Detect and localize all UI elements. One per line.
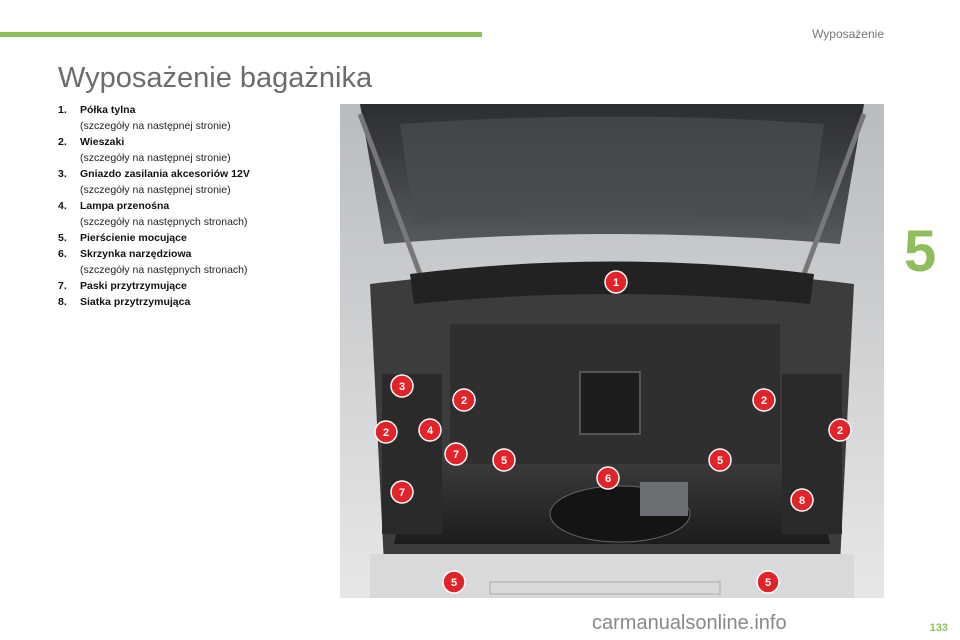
gas-strut-right [801,113,867,275]
callout-6: 6 [596,466,620,490]
list-item: 3.Gniazdo zasilania akcesoriów 12V(szcze… [58,168,250,196]
left-side-panel [382,374,442,534]
page-number: 133 [929,622,948,634]
svg-text:6: 6 [605,473,611,485]
callout-5: 5 [756,570,780,594]
callout-7: 7 [390,480,414,504]
svg-text:5: 5 [765,577,771,589]
svg-text:4: 4 [427,425,434,437]
callout-7: 7 [444,442,468,466]
svg-text:8: 8 [799,495,805,507]
section-title: Wyposażenie [812,27,884,41]
tool-box [640,482,688,516]
callout-8: 8 [790,488,814,512]
header-accent-bar [0,32,482,37]
svg-text:1: 1 [613,277,619,289]
callout-2: 2 [374,420,398,444]
plate-recess [489,581,721,595]
list-item: 8.Siatka przytrzymująca [58,296,191,308]
svg-text:5: 5 [451,577,457,589]
svg-text:3: 3 [399,381,405,393]
callout-2: 2 [452,388,476,412]
svg-text:7: 7 [399,487,405,499]
rear-bumper [370,554,854,598]
list-item: 4.Lampa przenośna(szczegóły na następnyc… [58,200,248,228]
svg-text:5: 5 [717,455,723,467]
equipment-list: 1.Półka tylna(szczegóły na następnej str… [58,102,328,310]
watermark: carmanualsonline.info [592,612,787,634]
list-item: 7.Paski przytrzymujące [58,280,187,292]
trunk-illustration: 1 2 2 2 2 3 4 5 5 5 5 6 7 7 8 [340,104,884,598]
chapter-number: 5 [904,219,937,284]
ski-hatch [579,371,641,435]
callout-2: 2 [828,418,852,442]
svg-text:2: 2 [837,425,843,437]
svg-text:2: 2 [383,427,389,439]
gas-strut-left [357,113,423,275]
callout-3: 3 [390,374,414,398]
callout-1: 1 [604,270,628,294]
callout-5: 5 [492,448,516,472]
list-item: 1.Półka tylna(szczegóły na następnej str… [58,104,231,132]
callout-5: 5 [708,448,732,472]
svg-text:2: 2 [761,395,767,407]
callout-5: 5 [442,570,466,594]
right-side-panel [782,374,842,534]
list-item: 6.Skrzynka narzędziowa(szczegóły na nast… [58,248,248,276]
svg-text:5: 5 [501,455,507,467]
callout-4: 4 [418,418,442,442]
list-item: 5.Pierścienie mocujące [58,232,187,244]
svg-text:2: 2 [461,395,467,407]
page-title: Wyposażenie bagażnika [58,62,373,94]
callout-2: 2 [752,388,776,412]
list-item: 2.Wieszaki(szczegóły na następnej stroni… [58,136,231,164]
svg-text:7: 7 [453,449,459,461]
